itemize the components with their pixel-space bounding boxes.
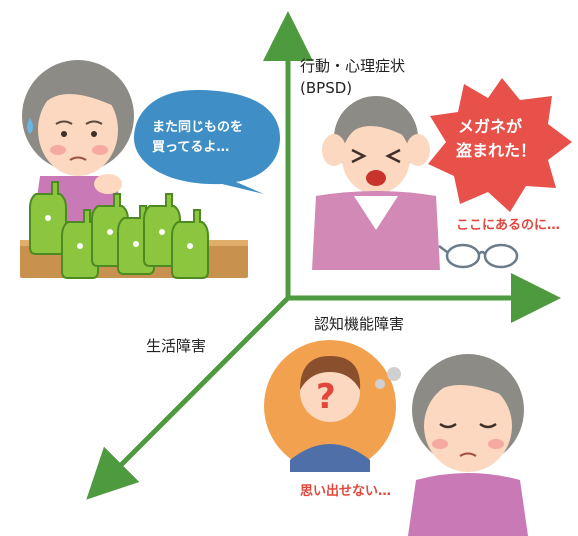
delusion-scene [312, 78, 572, 270]
sad-grandma-figure [408, 354, 528, 536]
exclaim-line-1: メガネが [458, 117, 523, 136]
speech-line-1: また同じものを [152, 120, 244, 135]
horizontal-axis-label: 認知機能障害 [314, 315, 405, 333]
speech-line-2: 買ってるよ… [152, 140, 230, 155]
vertical-axis-label-line1: 行動・心理症状 [300, 57, 406, 75]
vertical-axis-label-line2: (BPSD) [300, 79, 353, 97]
diagonal-axis [86, 296, 290, 500]
exclaim-line-2: 盗まれた！ [456, 141, 537, 160]
memory-scene [264, 340, 528, 536]
memory-caption: 思い出せない… [300, 484, 392, 499]
eyeglasses [438, 243, 519, 269]
diagonal-axis-label: 生活障害 [146, 337, 207, 355]
exclamation-burst [428, 78, 572, 212]
shopping-scene [20, 60, 280, 279]
question-mark: ? [316, 377, 336, 417]
shouting-grandma-figure [312, 96, 440, 270]
speech-bubble [134, 90, 280, 194]
axes [86, 11, 561, 500]
glasses-caption: ここにあるのに… [456, 218, 561, 233]
unknown-person-figure [290, 356, 370, 472]
